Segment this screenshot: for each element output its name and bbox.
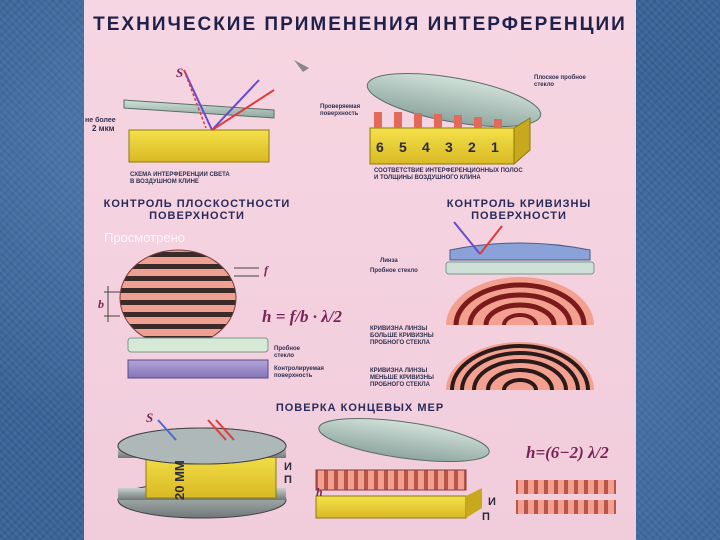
wedge-number-3: 3 <box>445 139 453 155</box>
s-label-2: S <box>146 410 153 425</box>
flat-test-glass-label: Плоское пробное стекло <box>534 75 586 88</box>
controlled-surface-label: Контролируемая поверхность <box>274 366 324 379</box>
fringe-thickness-diagram <box>366 72 542 166</box>
wedge-number-4: 4 <box>422 139 430 155</box>
wedge-number-6: 6 <box>376 139 384 155</box>
b-label: b <box>98 297 104 311</box>
f-label: f <box>264 263 269 277</box>
test-glass-label-2: Пробное стекло <box>274 346 300 359</box>
wedge-number-5: 5 <box>399 139 407 155</box>
section-flatness: КОНТРОЛЬ ПЛОСКОСТНОСТИ ПОВЕРХНОСТИ <box>103 198 291 222</box>
section-curvature: КОНТРОЛЬ КРИВИЗНЫ ПОВЕРХНОСТИ <box>446 198 592 222</box>
gauge-wedge-diagram <box>315 418 490 519</box>
air-wedge-diagram: S <box>123 60 309 163</box>
test-glass-plate <box>127 337 269 353</box>
poster-title: ТЕХНИЧЕСКИЕ ПРИМЕНЕНИЯ ИНТЕРФЕРЕНЦИИ <box>93 14 627 35</box>
air-wedge-caption: СХЕМА ИНТЕРФЕРЕНЦИИ СВЕТА В ВОЗДУШНОМ КЛ… <box>130 172 230 185</box>
fringe-rings-lower <box>446 342 594 391</box>
gauge-block-diagram <box>117 419 287 519</box>
flatness-fringes <box>104 249 259 347</box>
gauge-p-label: П <box>284 474 292 486</box>
not-more-label: не более <box>85 116 116 124</box>
poster-illustrations: S не более 2 мкм 6 5 4 3 2 <box>85 60 616 523</box>
formula-flatness: h = f/b · λ/2 <box>262 307 343 326</box>
viewed-watermark: Просмотрено <box>104 230 186 245</box>
correspondence-caption: СООТВЕТСТВИЕ ИНТЕРФЕРЕНЦИОННЫХ ПОЛОС И Т… <box>374 168 523 181</box>
fringe-strip-1 <box>516 480 616 494</box>
wedge-p-label: П <box>482 511 490 523</box>
wedge-number-2: 2 <box>468 139 476 155</box>
wedge-number-1: 1 <box>491 139 499 155</box>
section-gauge: ПОВЕРКА КОНЦЕВЫХ МЕР <box>275 402 445 414</box>
checked-surface-label: Проверяемая поверхность <box>320 104 361 117</box>
formula-gauge: h=(6−2) λ/2 <box>526 443 609 462</box>
fringe-rings-upper <box>446 277 594 326</box>
lens-diagram <box>445 221 595 275</box>
h-label: h <box>316 485 323 499</box>
curvature-less-caption: КРИВИЗНА ЛИНЗЫ МЕНЬШЕ КРИВИЗНЫ ПРОБНОГО … <box>370 368 434 388</box>
curvature-more-caption: КРИВИЗНА ЛИНЗЫ БОЛЬШЕ КРИВИЗНЫ ПРОБНОГО … <box>370 326 434 346</box>
s-label: S <box>176 65 183 80</box>
wedge-i-label: И <box>488 496 496 508</box>
controlled-surface-plate <box>127 359 269 379</box>
lens-label: Линза <box>380 258 398 264</box>
poster: ТЕХНИЧЕСКИЕ ПРИМЕНЕНИЯ ИНТЕРФЕРЕНЦИИ <box>84 0 636 540</box>
test-glass-label: Пробное стекло <box>370 268 418 274</box>
two-micron-label: 2 мкм <box>92 124 115 133</box>
gauge-i-label: И <box>284 461 292 473</box>
fringe-strip-2 <box>516 500 616 514</box>
wedge-stripes <box>374 112 502 128</box>
gauge-size-label: 20 ММ <box>172 460 187 500</box>
